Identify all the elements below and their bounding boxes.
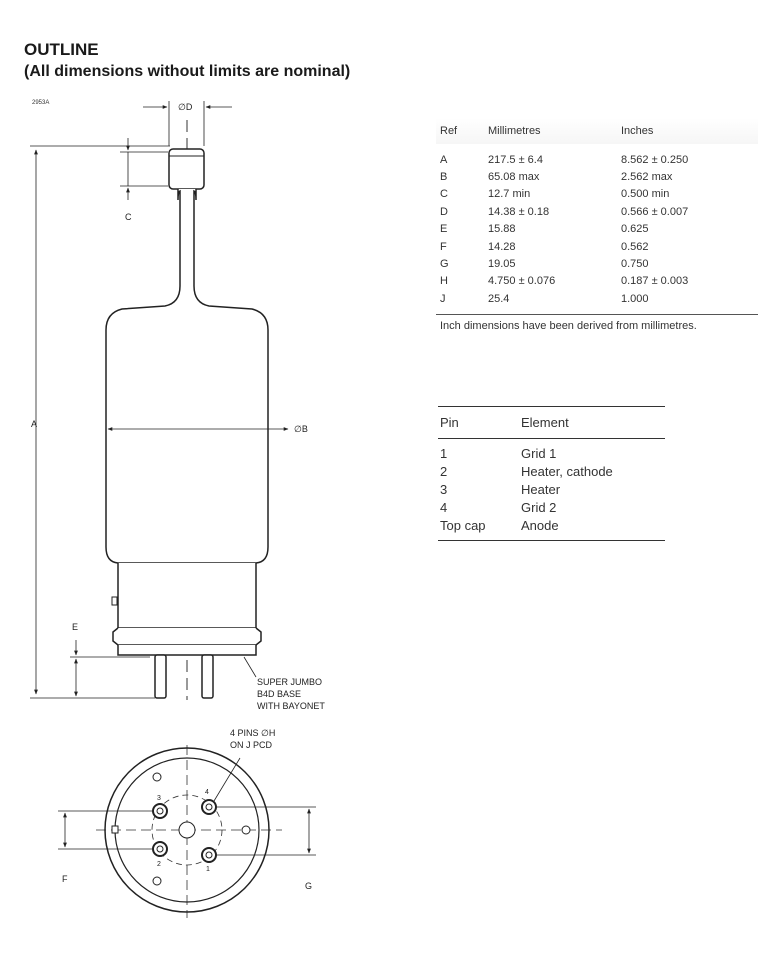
table-divider	[438, 406, 665, 407]
label-d: ∅D	[178, 102, 193, 112]
pin-table-header: Pin Element	[438, 407, 665, 438]
page-title: OUTLINE	[24, 40, 99, 59]
glass-envelope	[105, 189, 269, 564]
label-f: F	[62, 874, 68, 884]
label-e: E	[72, 622, 78, 632]
header-pin: Pin	[440, 415, 459, 430]
table-divider	[438, 438, 665, 439]
dimension-b: ∅B	[107, 424, 308, 434]
pin-label-2: 2	[157, 861, 161, 868]
pin-label-1: 1	[206, 866, 210, 873]
base-bottom-view: 4 3 2 1 4 PINS ∅H ON J PCD	[96, 728, 282, 918]
pin-label-3: 3	[157, 795, 161, 802]
dimension-c: C	[120, 138, 168, 222]
page-subtitle: (All dimensions without limits are nomin…	[24, 63, 351, 80]
dimension-f: F	[58, 810, 152, 884]
base-pins	[154, 654, 214, 699]
header-element: Element	[521, 415, 569, 430]
dimension-e: E	[70, 622, 150, 697]
base-note: SUPER JUMBO B4D BASE WITH BAYONET	[257, 677, 325, 711]
table-divider	[436, 313, 758, 315]
label-b: ∅B	[294, 424, 308, 434]
table-note: Inch dimensions have been derived from m…	[440, 319, 697, 332]
dimension-d: ∅D	[143, 101, 232, 146]
pins-note: 4 PINS ∅H ON J PCD	[230, 728, 278, 750]
figure-id: 2953A	[32, 100, 50, 106]
top-cap	[168, 148, 205, 190]
pin-label-4: 4	[205, 789, 209, 796]
header-ref: Ref	[440, 125, 458, 137]
header-inches: Inches	[621, 125, 654, 137]
dimension-g: G	[216, 806, 316, 891]
label-g: G	[305, 881, 312, 891]
dimensions-table-header: Ref Millimetres Inches	[436, 118, 758, 144]
label-c: C	[125, 212, 132, 222]
label-a: A	[31, 419, 37, 429]
dimension-a: A	[30, 145, 170, 699]
base	[111, 563, 262, 656]
header-mm: Millimetres	[488, 125, 541, 137]
table-divider	[438, 539, 665, 541]
